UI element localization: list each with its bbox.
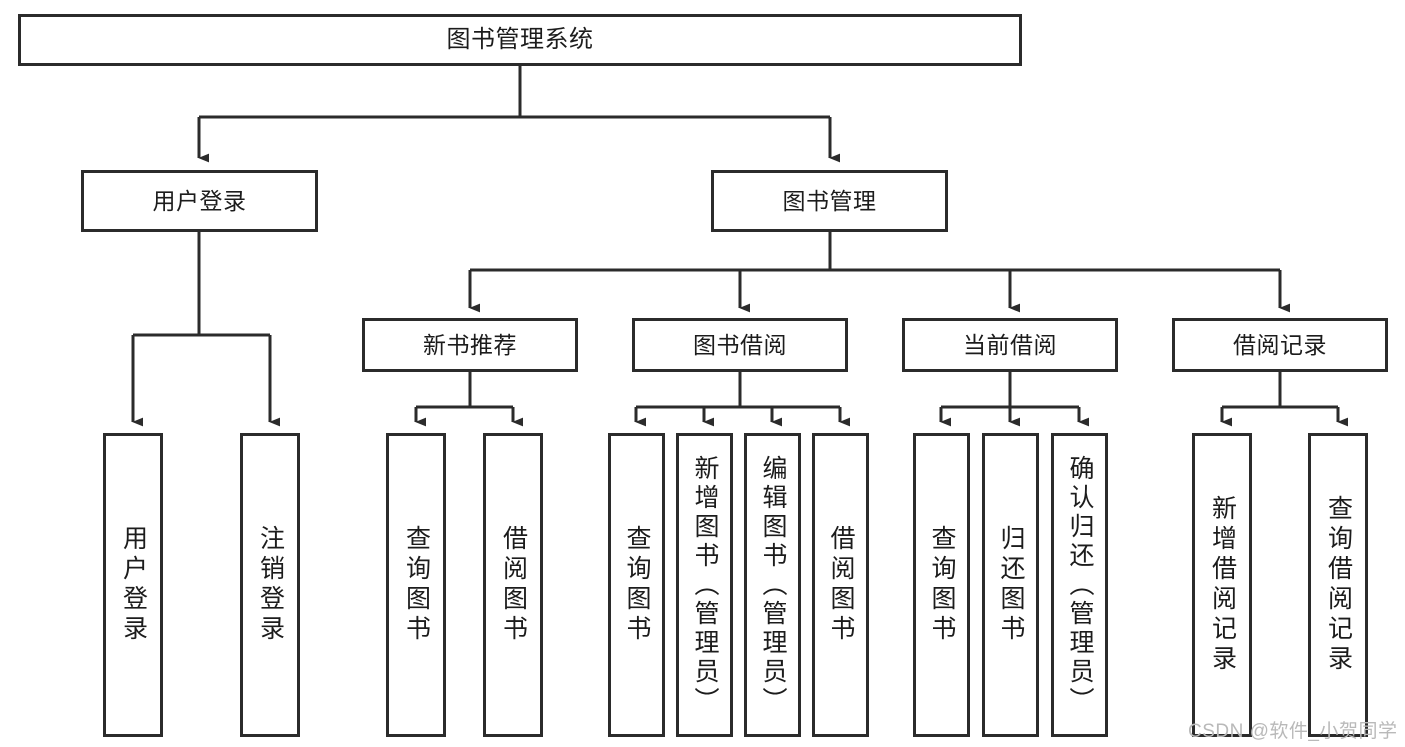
node-leaf-borrow-book-1-label: 借阅图书 (499, 525, 528, 645)
node-leaf-query-record-label: 查询借阅记录 (1324, 495, 1353, 675)
node-leaf-return-book[interactable]: 归还图书 (982, 433, 1039, 737)
node-leaf-user-login-label: 用户登录 (119, 525, 148, 645)
node-leaf-add-book[interactable]: 新增图书（管理员） (676, 433, 733, 737)
node-leaf-return-book-label: 归还图书 (997, 525, 1025, 645)
node-leaf-query-book-3-label: 查询图书 (928, 525, 956, 645)
node-leaf-logout-label: 注销登录 (256, 525, 285, 645)
node-new-book-recommend-label: 新书推荐 (423, 331, 517, 358)
node-root-system[interactable]: 图书管理系统 (18, 14, 1022, 66)
node-leaf-user-login[interactable]: 用户登录 (103, 433, 163, 737)
node-leaf-add-book-label: 新增图书（管理员） (691, 454, 719, 716)
node-book-borrow[interactable]: 图书借阅 (632, 318, 848, 372)
node-new-book-recommend[interactable]: 新书推荐 (362, 318, 578, 372)
node-current-borrow-label: 当前借阅 (963, 331, 1057, 358)
node-borrow-record[interactable]: 借阅记录 (1172, 318, 1388, 372)
node-user-login-label: 用户登录 (152, 187, 247, 214)
node-leaf-confirm-return-label: 确认归还（管理员） (1066, 454, 1094, 716)
node-book-borrow-label: 图书借阅 (693, 331, 787, 358)
node-leaf-query-book-2-label: 查询图书 (623, 525, 651, 645)
node-current-borrow[interactable]: 当前借阅 (902, 318, 1118, 372)
node-book-management-label: 图书管理 (782, 187, 877, 214)
node-root-system-label: 图书管理系统 (446, 26, 594, 54)
node-leaf-add-record[interactable]: 新增借阅记录 (1192, 433, 1252, 737)
node-leaf-logout[interactable]: 注销登录 (240, 433, 300, 737)
node-leaf-query-record[interactable]: 查询借阅记录 (1308, 433, 1368, 737)
node-user-login[interactable]: 用户登录 (81, 170, 318, 232)
node-leaf-query-book-1-label: 查询图书 (402, 525, 431, 645)
node-leaf-query-book-3[interactable]: 查询图书 (913, 433, 970, 737)
node-leaf-query-book-2[interactable]: 查询图书 (608, 433, 665, 737)
node-leaf-borrow-book-2[interactable]: 借阅图书 (812, 433, 869, 737)
node-book-management[interactable]: 图书管理 (711, 170, 948, 232)
node-leaf-add-record-label: 新增借阅记录 (1208, 495, 1237, 675)
node-leaf-confirm-return[interactable]: 确认归还（管理员） (1051, 433, 1108, 737)
node-leaf-edit-book-label: 编辑图书（管理员） (759, 454, 787, 716)
node-leaf-borrow-book-1[interactable]: 借阅图书 (483, 433, 543, 737)
node-leaf-query-book-1[interactable]: 查询图书 (386, 433, 446, 737)
watermark-text: CSDN @软件_小贺同学 (1188, 721, 1398, 742)
node-borrow-record-label: 借阅记录 (1233, 331, 1327, 358)
node-leaf-edit-book[interactable]: 编辑图书（管理员） (744, 433, 801, 737)
node-leaf-borrow-book-2-label: 借阅图书 (827, 525, 855, 645)
